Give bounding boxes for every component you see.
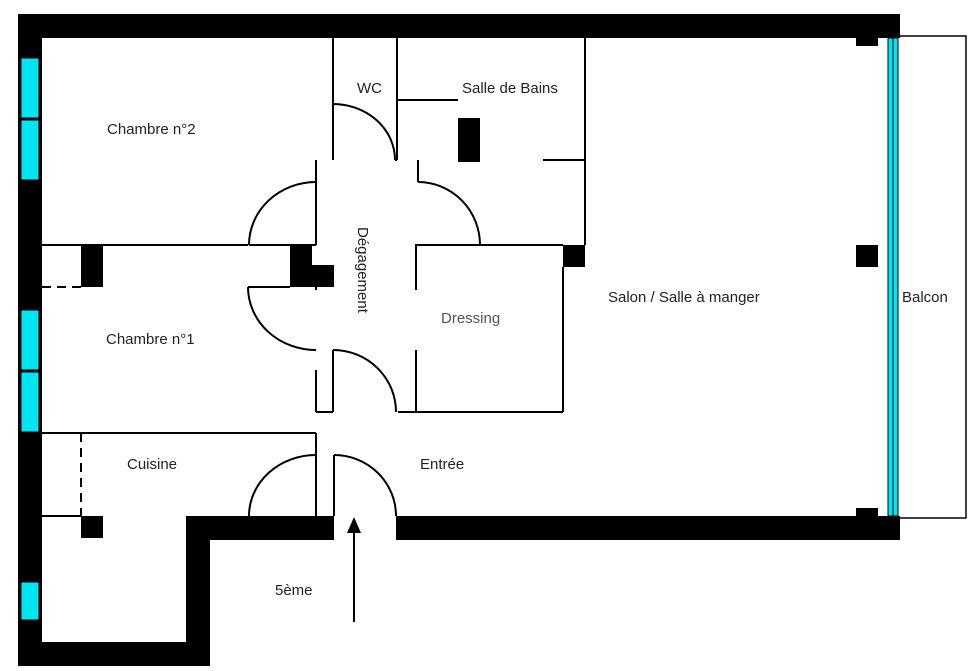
- window-chambre1-b: [20, 371, 40, 433]
- wall-bottom-left: [18, 642, 210, 666]
- label-dressing: Dressing: [441, 310, 500, 327]
- balcony: [900, 35, 967, 519]
- pillars: [81, 38, 878, 538]
- pillar-chambre1-right-b: [312, 265, 334, 287]
- label-palier: 5ème: [275, 582, 313, 599]
- pillar-top-right: [856, 38, 878, 46]
- label-salon: Salon / Salle à manger: [608, 289, 760, 306]
- door-salle-de-bains: [417, 181, 481, 246]
- label-degagement: Dégagement: [354, 227, 371, 314]
- label-wc: WC: [357, 80, 382, 97]
- wall-bottom-mid: [186, 516, 334, 540]
- window-chambre2-b: [20, 119, 40, 181]
- entry-arrow: [347, 517, 361, 622]
- window-cuisine: [20, 581, 40, 621]
- pillar-salon-mid: [856, 245, 878, 267]
- pillar-sdb: [458, 118, 480, 162]
- wall-bottom-right: [396, 516, 900, 540]
- balcony-outline: [900, 35, 967, 519]
- wall-top: [18, 14, 900, 38]
- window-chambre1-a: [20, 309, 40, 371]
- pillar-dressing-corner: [563, 245, 585, 267]
- door-entree: [333, 454, 397, 517]
- door-chambre1: [247, 286, 317, 351]
- interior-walls: [42, 38, 586, 517]
- door-chambre2: [248, 181, 317, 246]
- wall-kitchen-right: [186, 516, 210, 666]
- label-chambre1: Chambre n°1: [106, 331, 195, 348]
- door-wc: [332, 103, 396, 161]
- doors: [247, 103, 481, 517]
- label-salle-de-bains: Salle de Bains: [462, 80, 558, 97]
- pillar-chambre1-right: [290, 245, 312, 287]
- door-cuisine: [248, 454, 317, 517]
- label-entree: Entrée: [420, 456, 464, 473]
- label-balcon: Balcon: [902, 289, 948, 306]
- window-chambre2-a: [20, 57, 40, 119]
- label-chambre2: Chambre n°2: [107, 121, 196, 138]
- door-dressing: [332, 349, 397, 413]
- label-cuisine: Cuisine: [127, 456, 177, 473]
- pillar-cuisine: [81, 516, 103, 538]
- pillar-chambre1-left: [81, 245, 103, 287]
- pillar-bottom-right: [856, 508, 878, 516]
